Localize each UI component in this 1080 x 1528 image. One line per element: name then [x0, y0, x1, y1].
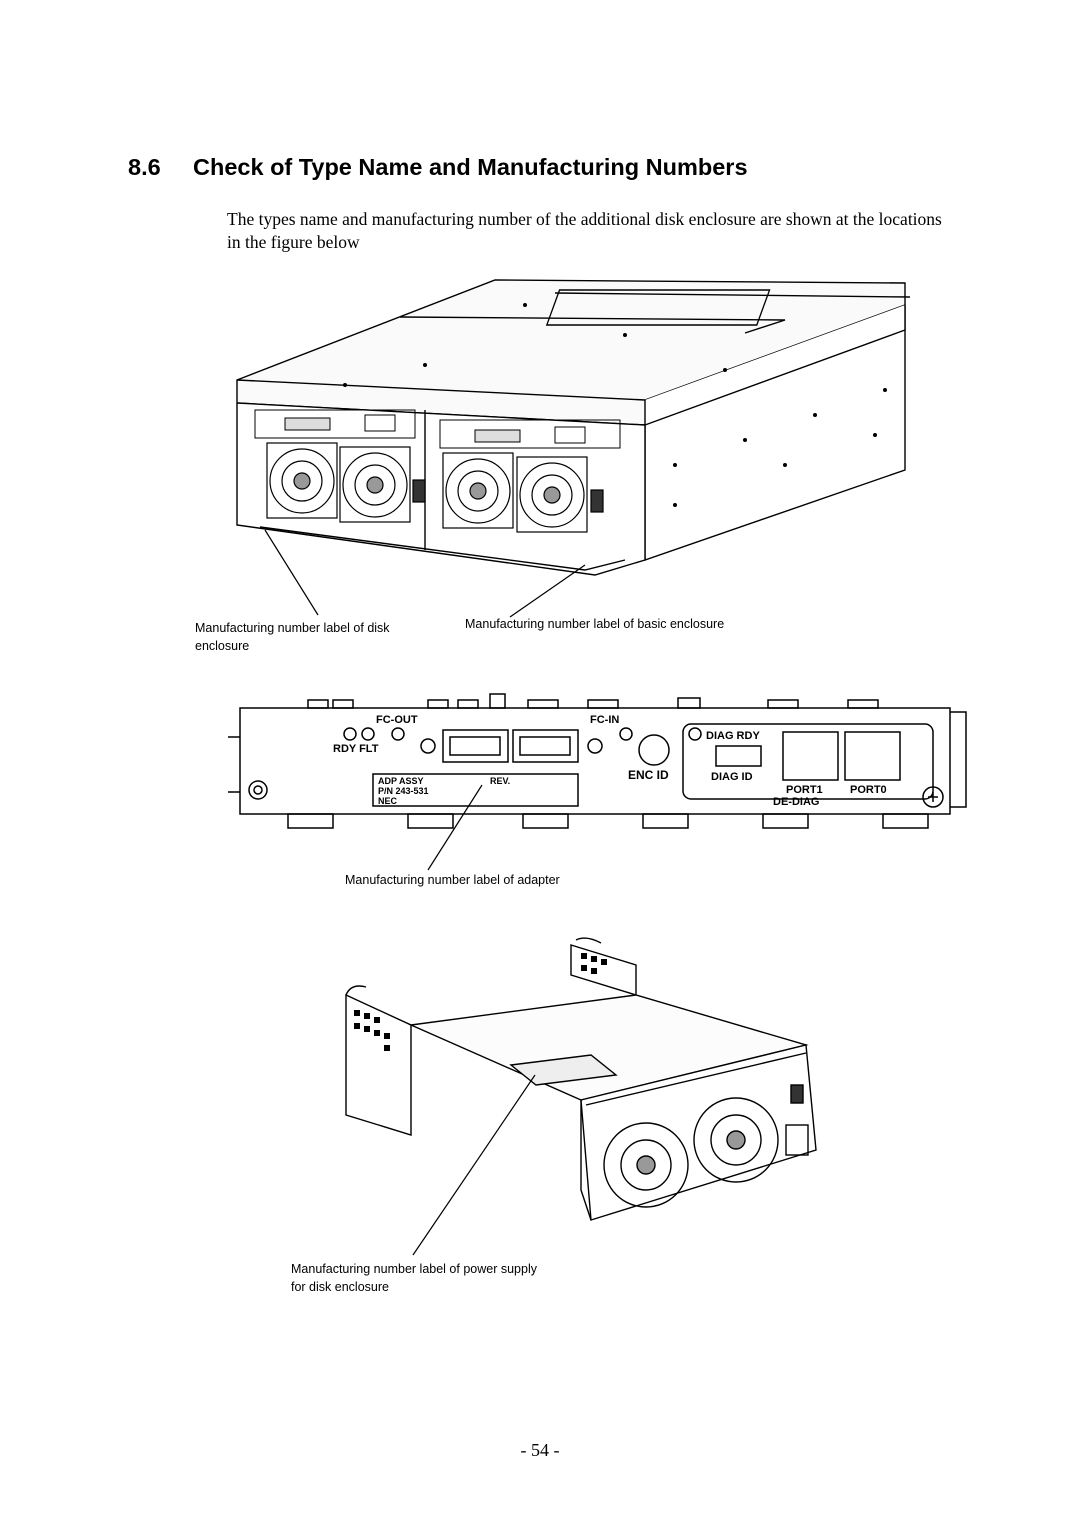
section-heading: 8.6 Check of Type Name and Manufacturing … [128, 154, 748, 181]
adapter-panel-drawing: FC-OUT FC-IN RDY FLT ENC ID DIAG RDY DIA… [228, 693, 967, 829]
caption-power-supply-label: Manufacturing number label of power supp… [291, 1262, 537, 1294]
power-supply-leader-line [412, 1074, 536, 1256]
caption-basic-enclosure-label: Manufacturing number label of basic encl… [465, 617, 725, 631]
rdy-flt-text: RDY FLT [333, 743, 379, 755]
fc-in-text: FC-IN [590, 714, 619, 726]
caption-disk-enclosure-label: Manufacturing number label of disk enclo… [195, 621, 390, 653]
intro-paragraph: The types name and manufacturing number … [227, 209, 942, 252]
section-number: 8.6 [128, 154, 161, 180]
enclosure-drawing [236, 279, 911, 576]
caption-adapter-label: Manufacturing number label of adapter [345, 873, 560, 887]
diag-rdy-text: DIAG RDY [706, 730, 760, 742]
port0-text: PORT0 [850, 784, 887, 796]
label-nec-text: NEC [378, 796, 398, 806]
de-diag-text: DE-DIAG [773, 796, 819, 808]
label-pn-text: P/N 243-531 [378, 786, 429, 796]
port1-text: PORT1 [786, 784, 823, 796]
label-rev-text: REV. [490, 776, 510, 786]
enc-id-text: ENC ID [628, 768, 669, 782]
page-number: - 54 - [520, 1440, 560, 1460]
section-title: Check of Type Name and Manufacturing Num… [193, 154, 748, 180]
adapter-leader-line [427, 784, 483, 871]
power-supply-drawing [345, 937, 817, 1221]
fc-out-text: FC-OUT [376, 714, 418, 726]
enclosure-leader-lines [264, 529, 586, 618]
label-adp-text: ADP ASSY [378, 776, 424, 786]
diag-id-text: DIAG ID [711, 771, 753, 783]
